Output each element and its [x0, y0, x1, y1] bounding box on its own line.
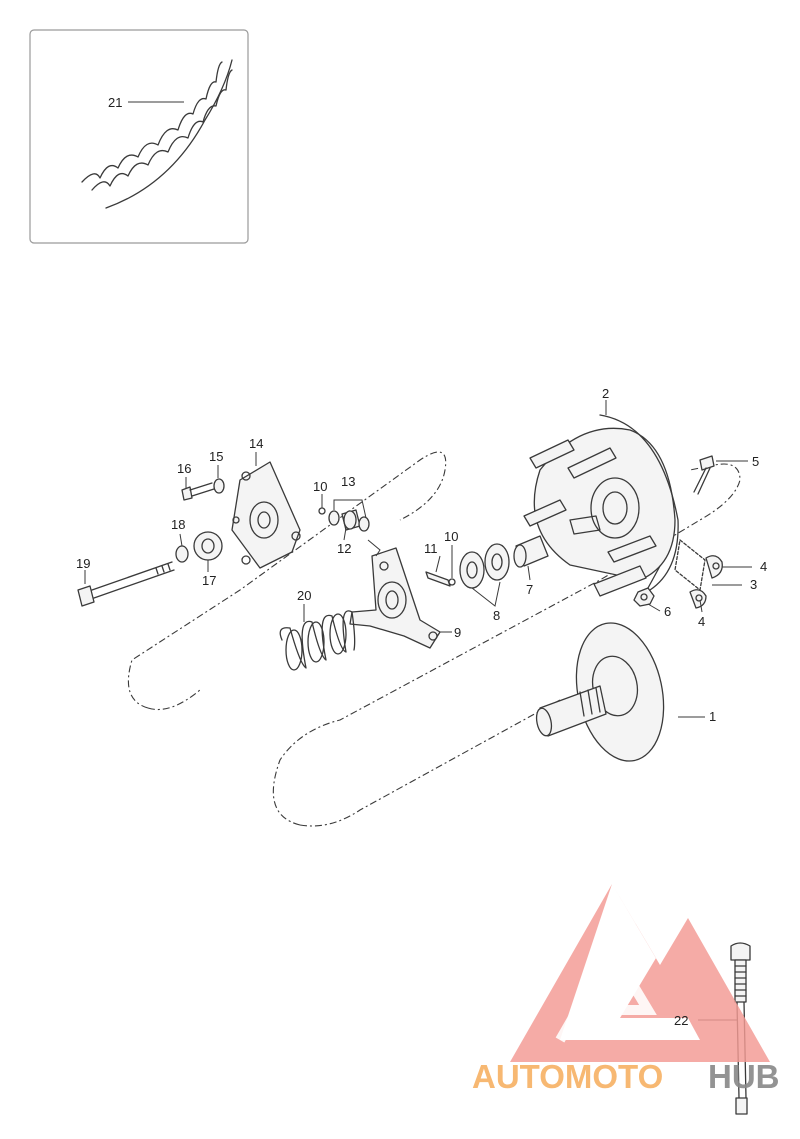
part-19-long-bolt [77, 561, 175, 607]
inset-frame [29, 29, 249, 244]
callout-3: 3 [750, 577, 757, 592]
callout-7: 7 [526, 582, 533, 597]
automotohub-watermark: AUTOMOTO HUB [472, 884, 780, 1095]
callout-16: 16 [177, 461, 191, 476]
part-14-cover-plate [231, 452, 301, 569]
belt-tooth-profile [81, 61, 223, 183]
callout-4-upper: 4 [760, 559, 767, 574]
belt-path-upper [127, 451, 447, 709]
callout-1: 1 [709, 709, 716, 724]
part-20-spring [279, 604, 356, 671]
callout-14: 14 [249, 436, 263, 451]
belt-path-upper-end [147, 689, 201, 711]
callout-6: 6 [664, 604, 671, 619]
callout-21: 21 [108, 95, 122, 110]
part-5-screw [693, 455, 748, 495]
callout-11: 11 [424, 541, 438, 556]
callout-12: 12 [337, 541, 351, 556]
callout-13: 13 [341, 474, 355, 489]
callout-18: 18 [171, 517, 185, 532]
part-7-bushing [513, 535, 549, 581]
callout-22: 22 [674, 1013, 688, 1028]
belt-path-lower-return [299, 699, 561, 827]
part-15-16-bolt-washer [181, 465, 225, 501]
callout-4-lower: 4 [698, 614, 705, 629]
part-10-11-pins [318, 494, 456, 587]
part-12-13-rollers [328, 499, 381, 557]
callout-10-left: 10 [313, 479, 327, 494]
belt-tooth-profile-back [91, 69, 233, 191]
callout-19: 19 [76, 556, 90, 571]
callout-20: 20 [297, 588, 311, 603]
part-6-nut [633, 565, 661, 612]
part-3-4-bracket [674, 539, 752, 613]
part-17-18-bushing-washer [175, 531, 223, 572]
belt-outer-edge [105, 59, 233, 209]
belt-path-lower [272, 463, 741, 826]
callout-15: 15 [209, 449, 223, 464]
part-9-spider [349, 547, 452, 649]
callout-8: 8 [493, 608, 500, 623]
watermark-text-auto: AUTOMOTO [472, 1058, 663, 1095]
part-1-fixed-sheave [535, 622, 705, 762]
callout-labels: 1 2 3 4 4 5 6 7 8 9 10 10 11 12 13 14 15… [76, 386, 767, 1028]
part-8-washers [459, 543, 510, 607]
belt-inset: 21 [29, 29, 249, 244]
callout-17: 17 [202, 573, 216, 588]
part-2-movable-sheave [523, 400, 679, 597]
callout-10-right: 10 [444, 529, 458, 544]
watermark-logo-triangle [510, 884, 770, 1062]
callout-2: 2 [602, 386, 609, 401]
watermark-text-hub: HUB [708, 1058, 780, 1095]
callout-9: 9 [454, 625, 461, 640]
callout-5: 5 [752, 454, 759, 469]
